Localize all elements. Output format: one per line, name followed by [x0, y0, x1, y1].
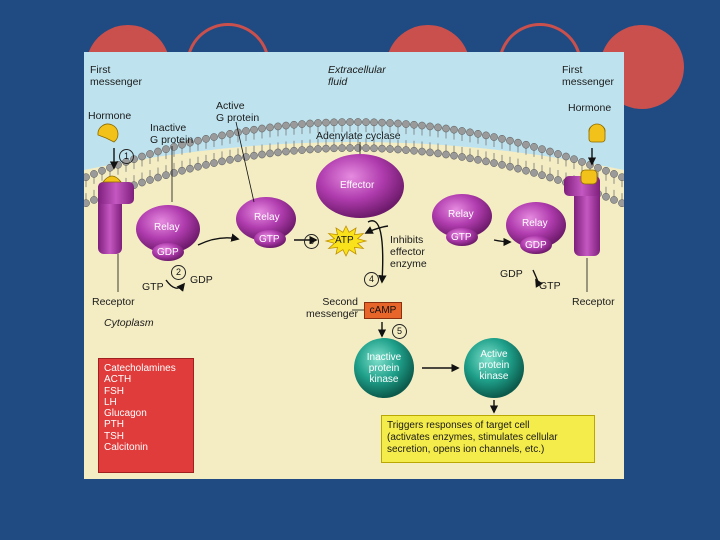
- relay-right-inactive: [506, 202, 566, 248]
- inhibits-effector-enzyme-label: Inhibits effector enzyme: [390, 234, 427, 270]
- hormone-list-item: Catecholamines: [104, 363, 176, 374]
- hormone-list-item: TSH: [104, 430, 124, 442]
- receptor-left: [98, 175, 134, 254]
- gtp-label-left: GTP: [142, 281, 164, 293]
- effector-text: Effector: [340, 180, 375, 191]
- gtp-label-right: GTP: [539, 280, 561, 292]
- hormone-list-item: FSH: [104, 385, 124, 397]
- gtp-subunit-right: [446, 228, 478, 246]
- atp-burst: [324, 225, 368, 257]
- inactive-protein-kinase: [354, 338, 414, 398]
- gdp-label-left: GDP: [190, 274, 213, 286]
- cell-membrane: [84, 118, 624, 208]
- gtp-text-right: GTP: [451, 232, 472, 243]
- step-5-marker: 5: [392, 324, 407, 339]
- receptor-label-right: Receptor: [572, 296, 615, 308]
- hormone-list-box: Catecholamines ACTH FSH LH Glucagon PTH …: [98, 358, 194, 473]
- step-3-marker: 3: [304, 234, 319, 249]
- gdp-text-right: GDP: [525, 240, 547, 251]
- relay-text-right-active: Relay: [448, 209, 474, 220]
- receptor-right: [564, 169, 600, 256]
- relay-text-right-inactive: Relay: [522, 218, 548, 229]
- hormone-right-shape: [588, 123, 606, 143]
- atp-label: ATP: [335, 235, 354, 246]
- hormone-list-item: Calcitonin: [104, 442, 148, 454]
- step-4-marker: 4: [364, 272, 379, 287]
- hormone-list-item: Glucagon: [104, 408, 147, 420]
- relay-inactive-left: [136, 205, 200, 253]
- hormone-list-item: LH: [104, 396, 117, 408]
- effector-enzyme: [316, 154, 404, 218]
- hormone-label-left: Hormone: [88, 110, 132, 122]
- active-kinase-text: Active protein kinase: [478, 349, 510, 382]
- gdp-label-right: GDP: [500, 268, 523, 280]
- gtp-text-active: GTP: [259, 234, 280, 245]
- hormone-label-right: Hormone: [568, 102, 612, 114]
- camp-box: cAMP: [364, 302, 402, 319]
- response-line: secretion, opens ion channels, etc.): [387, 444, 545, 455]
- gdp-text-left: GDP: [157, 247, 179, 258]
- receptor-label-left: Receptor: [92, 296, 135, 308]
- cytoplasm-label: Cytoplasm: [104, 317, 154, 329]
- active-protein-kinase: [464, 338, 524, 398]
- inactive-kinase-text: Inactive protein kinase: [366, 352, 402, 385]
- response-line: Triggers responses of target cell: [387, 420, 530, 431]
- relay-right-active: [432, 194, 492, 238]
- gdp-subunit-right: [520, 236, 552, 254]
- hormone-left-shape: [97, 123, 119, 143]
- response-line: (activates enzymes, stimulates cellular: [387, 432, 558, 443]
- adenylate-cyclase-label: Adenylate cyclase: [316, 130, 401, 142]
- gdp-subunit-left: [152, 243, 184, 261]
- step-2-marker: 2: [171, 265, 186, 280]
- hormone-list-item: PTH: [104, 419, 124, 431]
- hormone-list-item: ACTH: [104, 374, 132, 386]
- relay-text-left: Relay: [154, 222, 180, 233]
- step-1-marker: 1: [119, 149, 134, 164]
- leader-lines: [117, 121, 588, 311]
- extracellular-region: [84, 52, 624, 170]
- target-cell-response-box: Triggers responses of target cell (activ…: [381, 415, 595, 463]
- gtp-subunit-active: [254, 230, 286, 248]
- relay-text-active: Relay: [254, 212, 280, 223]
- relay-active: [236, 197, 296, 241]
